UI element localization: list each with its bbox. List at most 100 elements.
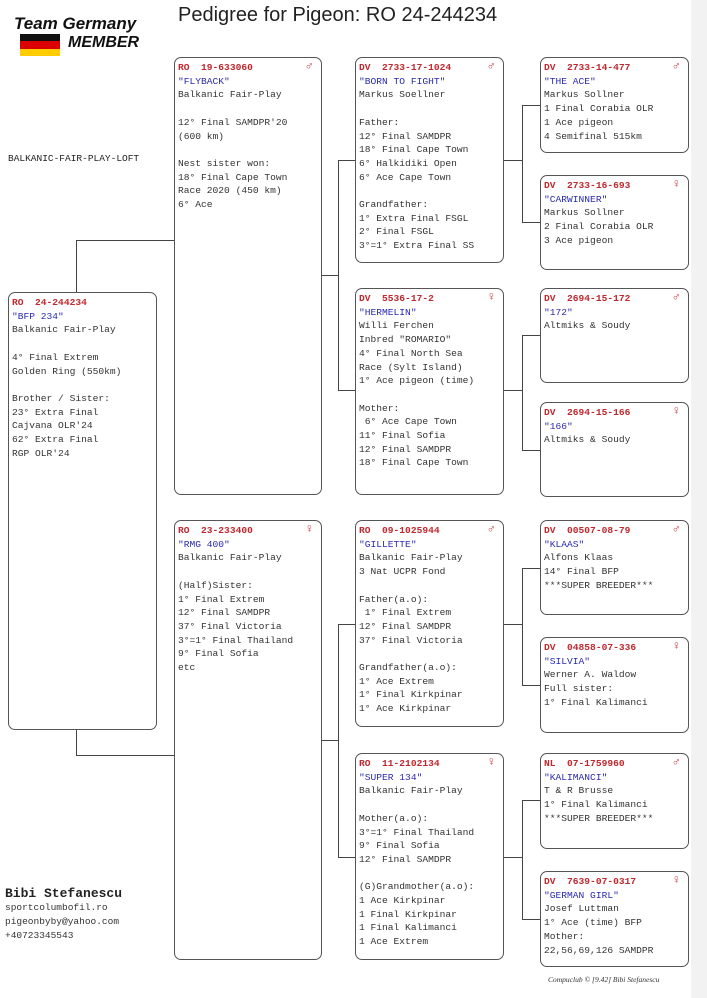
pigeon-detail-line: Markus Sollner — [544, 207, 625, 219]
female-icon: ♀ — [672, 177, 680, 191]
pigeon-card[interactable]: DV 2733-16-693♀"CARWINNER"Markus Sollner… — [540, 175, 689, 270]
pigeon-detail-line: Alfons Klaas — [544, 552, 614, 564]
connector-line — [522, 450, 540, 451]
pigeon-detail-line: 18° Final Cape Town — [359, 457, 469, 469]
connector-line — [76, 240, 174, 241]
pigeon-card[interactable]: DV 2694-15-172♂"172"Altmiks & Soudy — [540, 288, 689, 383]
pigeon-card[interactable]: DV 04858-07-336♀"SILVIA"Werner A. Waldow… — [540, 637, 689, 733]
ring-number: DV 7639-07-0317 — [544, 876, 637, 887]
connector-line — [338, 160, 355, 161]
pigeon-detail-line: etc — [178, 662, 196, 674]
pigeon-detail-line: 1° Ace pigeon (time) — [359, 375, 475, 387]
connector-line — [76, 240, 77, 292]
breeder-website[interactable]: sportcolumbofil.ro — [5, 902, 108, 913]
connector-line — [504, 160, 522, 161]
pigeon-detail-line: Markus Soellner — [359, 89, 446, 101]
pigeon-detail-line: Balkanic Fair-Play — [359, 785, 463, 797]
pigeon-detail-line — [12, 337, 153, 351]
ring-number: RO 23-233400 — [178, 525, 253, 536]
pigeon-name: "BORN TO FIGHT" — [359, 75, 446, 87]
ring-number: DV 2694-15-172 — [544, 293, 631, 304]
pigeon-detail-line: 37° Final Victoria — [359, 634, 463, 646]
pigeon-detail-line: Nest sister won: — [178, 157, 271, 169]
pigeon-detail-line — [178, 102, 318, 116]
pigeon-detail-line: 1 Final Kirkpinar — [359, 908, 457, 920]
pigeon-name: "RMG 400" — [178, 538, 230, 550]
pigeon-detail-line: Altmiks & Soudy — [544, 320, 631, 332]
pigeon-detail-line — [359, 388, 500, 402]
pigeon-detail-line: 37° Final Victoria — [178, 620, 282, 632]
pigeon-detail-line: 1° Final Extrem — [178, 593, 265, 605]
pigeon-detail-line: Brother / Sister: — [12, 392, 110, 404]
male-icon: ♂ — [305, 59, 313, 73]
pigeon-card[interactable]: DV 2733-17-1024♂"BORN TO FIGHT"Markus So… — [355, 57, 504, 263]
pigeon-detail-line — [359, 798, 500, 812]
ring-number: RO 24-244234 — [12, 297, 87, 308]
female-icon: ♀ — [672, 873, 680, 887]
connector-line — [322, 275, 338, 276]
ring-number: DV 2733-14-477 — [544, 62, 631, 73]
breeder-email[interactable]: pigeonbyby@yahoo.com — [5, 916, 120, 927]
pigeon-detail-line: Grandfather: — [359, 199, 429, 210]
pigeon-name: "FLYBACK" — [178, 75, 230, 87]
pigeon-detail-line: Markus Sollner — [544, 89, 625, 101]
connector-line — [522, 222, 540, 223]
female-icon: ♀ — [487, 290, 495, 304]
pigeon-detail-line: 6° Ace Cape Town — [359, 416, 457, 428]
page-margin — [691, 0, 707, 998]
pigeon-name: "HERMELIN" — [359, 306, 417, 318]
ring-number: DV 5536-17-2 — [359, 293, 434, 304]
ring-number: NL 07-1759960 — [544, 758, 625, 769]
pigeon-card[interactable]: RO 09-1025944♂"GILLETTE"Balkanic Fair-Pl… — [355, 520, 504, 727]
connector-line — [522, 105, 523, 222]
connector-line — [338, 624, 355, 625]
page-title: Pedigree for Pigeon: RO 24-244234 — [178, 4, 498, 26]
pigeon-detail-line: 23° Extra Final — [12, 406, 99, 418]
pigeon-detail-line: Father: — [359, 116, 400, 128]
pigeon-detail-line: (Half)Sister: — [178, 579, 253, 591]
pigeon-detail-line: 1 Ace Extrem — [359, 936, 429, 948]
pigeon-detail-line: 2° Final FSGL — [359, 226, 434, 238]
connector-line — [522, 568, 540, 569]
pigeon-card[interactable]: RO 23-233400♀"RMG 400"Balkanic Fair-Play… — [174, 520, 322, 960]
pigeon-detail-line — [359, 867, 500, 881]
ring-number: RO 19-633060 — [178, 62, 253, 73]
connector-line — [338, 624, 339, 857]
pigeon-detail-line: 12° Final SAMDPR — [178, 607, 271, 619]
pigeon-detail-line: Balkanic Fair-Play — [359, 552, 463, 564]
pigeon-detail-line: 4 Semifinal 515km — [544, 130, 642, 142]
connector-line — [522, 335, 540, 336]
pigeon-detail-line: (600 km) — [178, 130, 225, 142]
pigeon-card[interactable]: RO 11-2102134♀"SUPER 134"Balkanic Fair-P… — [355, 753, 504, 960]
connector-line — [76, 755, 174, 756]
german-flag-icon — [20, 34, 60, 56]
pigeon-name: "THE ACE" — [544, 75, 596, 87]
pigeon-detail-line: Werner A. Waldow — [544, 669, 637, 681]
pigeon-card[interactable]: RO 19-633060♂"FLYBACK"Balkanic Fair-Play… — [174, 57, 322, 495]
pigeon-detail-line — [359, 102, 500, 116]
pigeon-name: "SUPER 134" — [359, 771, 423, 783]
pigeon-detail-line: Balkanic Fair-Play — [178, 552, 282, 564]
breeder-info: Bibi Stefanescu sportcolumbofil.ro pigeo… — [5, 886, 122, 943]
pigeon-detail-line: Golden Ring (550km) — [12, 365, 122, 377]
male-icon: ♂ — [672, 755, 680, 769]
connector-line — [522, 800, 523, 919]
pigeon-card[interactable]: DV 7639-07-0317♀"GERMAN GIRL"Josef Luttm… — [540, 871, 689, 967]
pigeon-detail-line: 1° Ace Kirkpinar — [359, 703, 452, 715]
pigeon-card[interactable]: DV 2694-15-166♀"166"Altmiks & Soudy — [540, 402, 689, 497]
pigeon-detail-line: Josef Luttman — [544, 903, 619, 915]
pigeon-detail-line: Mother: — [544, 930, 585, 942]
pigeon-detail-line: Race 2020 (450 km) — [178, 185, 282, 197]
pigeon-detail-line: 2 Final Corabia OLR — [544, 221, 654, 233]
pigeon-detail-line: ***SUPER BREEDER*** — [544, 579, 654, 591]
connector-line — [522, 919, 540, 920]
pigeon-detail-line — [178, 143, 318, 157]
pigeon-detail-line — [359, 647, 500, 661]
ring-number: DV 2733-17-1024 — [359, 62, 452, 73]
pigeon-detail-line: 1 Ace pigeon — [544, 116, 614, 128]
